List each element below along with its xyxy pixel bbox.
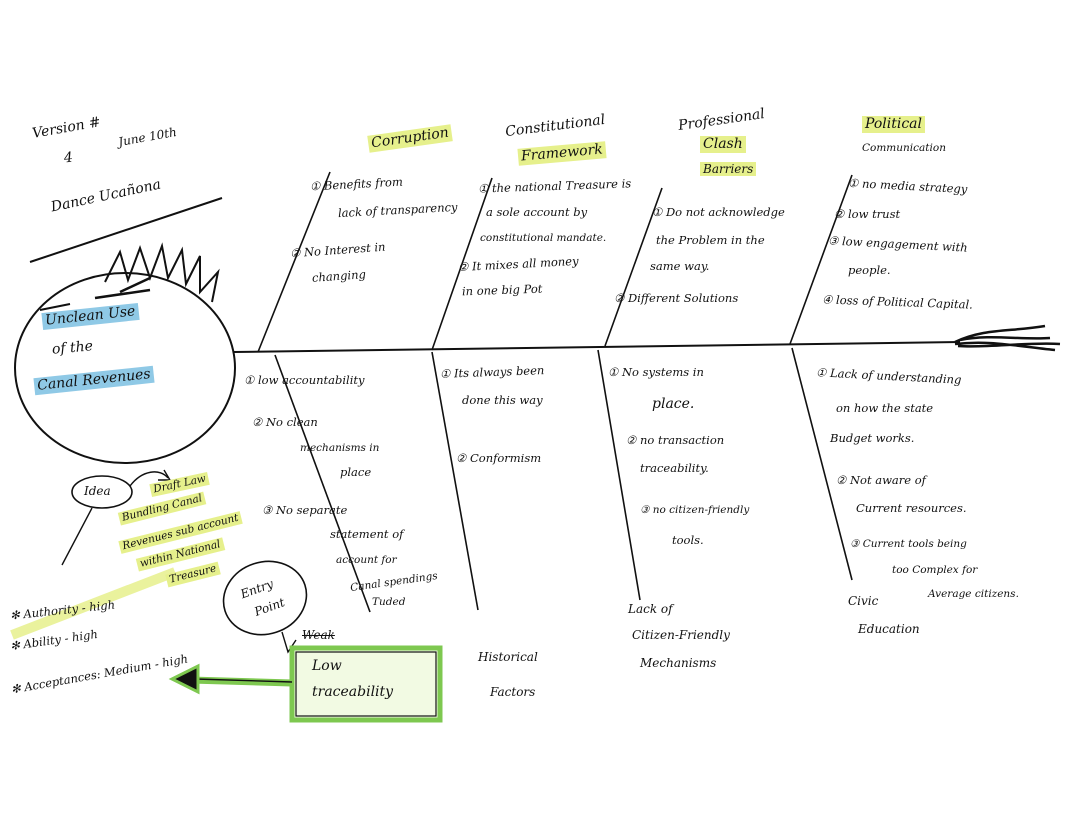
spine <box>233 341 961 353</box>
version-number: 4 <box>63 149 74 167</box>
cause-low-acc-3a: ③ No separate <box>262 503 348 517</box>
eye-mark <box>94 276 151 300</box>
cause-low-acc-1: ① low accountability <box>244 373 365 387</box>
cause-civic-1b: on how the state <box>836 401 934 415</box>
bone-lower <box>274 354 371 613</box>
bone-upper <box>257 171 331 353</box>
problem-line-2: of the <box>51 338 94 358</box>
cause-low-acc-2c: place <box>340 465 372 479</box>
cause-civic-2b: Current resources. <box>856 501 967 515</box>
cause-constitutional-2b: in one big Pot <box>461 281 543 299</box>
low-traceability-box-inner <box>295 651 437 717</box>
cause-constitutional-1c: constitutional mandate. <box>480 232 607 244</box>
category-civic-2: Education <box>858 622 920 636</box>
category-historical-2: Factors <box>490 685 536 699</box>
cause-low-acc-3b: statement of <box>330 527 404 541</box>
cause-civic-3a: ③ Current tools being <box>850 538 967 550</box>
box-line-2: traceability <box>312 684 394 700</box>
box-arrowhead <box>168 663 200 695</box>
cause-low-acc-3e: Tuded <box>372 596 406 608</box>
cause-low-acc-3c: account for <box>336 554 397 566</box>
bone-upper <box>789 174 853 345</box>
bone-lower <box>431 351 479 611</box>
category-lack-2: Citizen-Friendly <box>632 628 730 642</box>
cause-lack-1b: place. <box>652 396 695 412</box>
bone-lower <box>597 349 641 601</box>
cause-professional-1a: ① Do not acknowledge <box>652 205 785 219</box>
cause-historical-2: ② Conformism <box>456 451 542 465</box>
category-political-1: Political <box>862 116 926 133</box>
idea-to-assessment-line <box>61 507 93 566</box>
cause-lack-2a: ② no transaction <box>626 433 725 447</box>
low-traceability-box <box>289 645 443 723</box>
category-lack-3: Mechanisms <box>640 656 717 670</box>
category-civic-1: Civic <box>848 594 879 608</box>
cause-civic-3b: too Complex for <box>892 564 978 576</box>
idea-label: Idea <box>84 484 111 498</box>
category-professional-2: Clash <box>700 136 746 153</box>
cause-civic-2a: ② Not aware of <box>836 473 926 487</box>
cause-constitutional-1b: a sole account by <box>486 205 588 219</box>
bone-upper <box>431 177 493 351</box>
entry-point-struck-word: Weak <box>302 628 335 642</box>
bone-upper <box>604 187 663 347</box>
cause-political-2: ② low trust <box>834 207 901 221</box>
box-arrow-line <box>194 678 293 683</box>
cause-lack-2b: traceability. <box>640 461 709 475</box>
cause-civic-1c: Budget works. <box>830 431 915 445</box>
category-historical-1: Historical <box>478 650 538 664</box>
bone-lower <box>791 347 853 581</box>
header-divider <box>29 197 223 263</box>
cause-political-3b: people. <box>848 263 891 277</box>
cause-professional-1b: the Problem in the <box>656 233 765 247</box>
cause-low-acc-2a: ② No clean <box>252 415 318 429</box>
entry-point-bubble <box>222 560 308 636</box>
category-professional-3: Barriers <box>700 162 757 177</box>
category-political-2: Communication <box>862 142 946 154</box>
eye-mark <box>39 303 71 311</box>
cause-professional-2: ② Different Solutions <box>614 291 739 305</box>
assessment-highlight <box>10 567 177 640</box>
category-lack-1: Lack of <box>628 602 673 616</box>
cause-lack-1a: ① No systems in <box>608 365 704 379</box>
box-arrow-line <box>189 676 293 687</box>
entry-pointer <box>281 631 297 654</box>
cause-lack-3a: ③ no citizen-friendly <box>640 504 750 516</box>
tail <box>954 324 1061 352</box>
cause-lack-3b: tools. <box>672 533 704 547</box>
idea-connector <box>129 471 169 487</box>
cause-historical-1b: done this way <box>462 393 543 407</box>
cause-professional-1c: same way. <box>650 259 710 273</box>
cause-civic-3c: Average citizens. <box>928 588 1019 600</box>
cause-low-acc-2b: mechanisms in <box>300 442 380 454</box>
idea-bubble <box>71 475 133 509</box>
box-line-1: Low <box>312 658 342 674</box>
head-spikes <box>104 242 220 303</box>
